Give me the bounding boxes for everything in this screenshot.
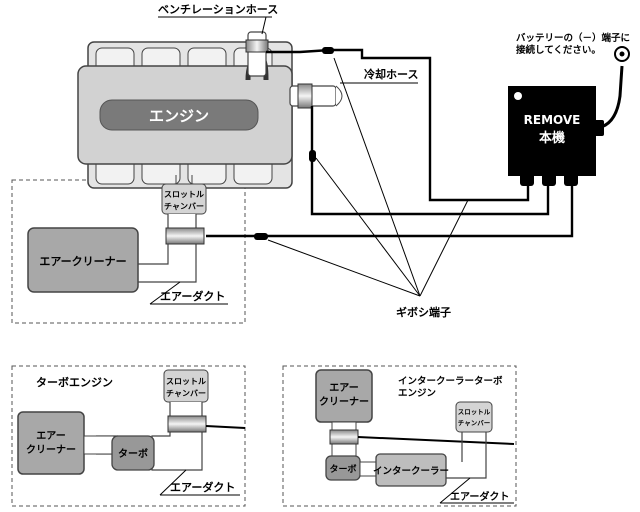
turbo-clamp — [167, 415, 207, 433]
svg-text:クリーナー: クリーナー — [319, 396, 369, 408]
svg-text:ターボ: ターボ — [329, 463, 356, 475]
cooling-hose-label: 冷却ホース — [364, 67, 418, 81]
svg-text:ターボ: ターボ — [118, 447, 148, 460]
ventilation-hose-label: ベンチレーションホース — [158, 3, 278, 16]
svg-text:エアークリーナー: エアークリーナー — [39, 255, 126, 268]
turbo-air-cleaner: エアー クリーナー — [17, 411, 85, 475]
ic-turbo: ターボ — [325, 455, 361, 481]
svg-text:スロットル: スロットル — [166, 377, 206, 386]
intercooler-region-box — [282, 365, 517, 507]
turbo-region-box — [11, 365, 246, 507]
ic-throttle: スロットル チャンバー — [455, 401, 493, 433]
svg-text:インタークーラー: インタークーラー — [373, 465, 449, 477]
gibosi-label: ギボシ端子 — [396, 305, 451, 319]
svg-text:チャンバー: チャンバー — [166, 389, 206, 398]
engine-label: エンジン — [149, 107, 209, 125]
ic-clamp — [329, 429, 359, 445]
turbo-throttle: スロットル チャンバー — [163, 369, 209, 403]
turbo-title: ターボエンジン — [36, 375, 113, 389]
intercooler-title-2: エンジン — [398, 388, 436, 399]
throttle-clamp — [165, 227, 205, 245]
remove-label-1: REMOVE — [524, 113, 581, 127]
air-duct — [133, 214, 197, 283]
ventilation-hose — [245, 31, 269, 81]
svg-text:クリーナー: クリーナー — [26, 444, 76, 456]
ic-intercooler: インタークーラー — [373, 453, 449, 487]
gibosi-terminal-3 — [254, 233, 268, 240]
air-cleaner: エアークリーナー — [27, 227, 139, 293]
engine-label-bg — [99, 99, 259, 131]
ic-wire — [357, 436, 515, 445]
remove-label-2: 本機 — [539, 130, 565, 146]
turbo-wire — [205, 425, 246, 429]
turbo-air-duct-label: エアーダクト — [170, 480, 235, 494]
ic-air-duct-label: エアーダクト — [450, 490, 509, 503]
intercooler-title-1: インタークーラーターボ — [398, 375, 503, 387]
svg-text:チャンバー: チャンバー — [458, 419, 490, 427]
svg-text:スロットル: スロットル — [164, 190, 204, 199]
remove-device: REMOVE 本機 — [508, 46, 630, 186]
svg-text:スロットル: スロットル — [458, 408, 491, 416]
svg-text:エアー: エアー — [329, 382, 358, 394]
svg-text:チャンバー: チャンバー — [164, 202, 204, 211]
cooling-hose — [289, 83, 343, 109]
intake-region-box — [11, 179, 246, 324]
battery-note-1: バッテリーの（－）端子に — [516, 32, 630, 44]
ventilation-leader-down — [261, 16, 267, 35]
battery-note-2: 接続してください。 — [516, 44, 601, 56]
ic-duct — [440, 432, 487, 479]
turbo-unit: ターボ — [111, 435, 155, 471]
gibosi-leaders — [267, 57, 469, 297]
gibosi-terminal-2 — [309, 150, 316, 162]
ic-air-cleaner: エアー クリーナー — [315, 369, 373, 423]
svg-text:エアー: エアー — [36, 430, 65, 442]
gibosi-terminal-1 — [322, 47, 334, 54]
air-duct-label: エアーダクト — [160, 289, 225, 303]
